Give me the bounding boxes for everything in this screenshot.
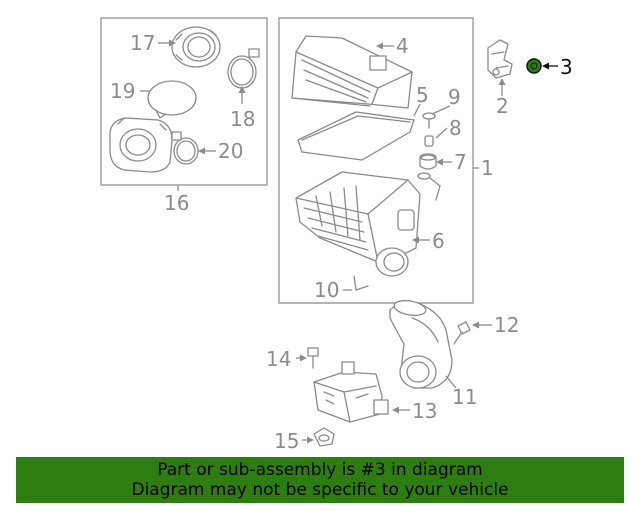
- part-19-seal[interactable]: [147, 80, 197, 119]
- callout-10[interactable]: 10: [314, 278, 339, 302]
- callout-18[interactable]: 18: [230, 107, 255, 131]
- part-15-bolt[interactable]: [313, 427, 335, 447]
- part-7-grommet[interactable]: [419, 153, 437, 170]
- part-10-clip[interactable]: [353, 275, 369, 291]
- banner-line-1: Part or sub-assembly is #3 in diagram: [157, 460, 483, 480]
- callout-2[interactable]: 2: [496, 94, 509, 118]
- callout-5[interactable]: 5: [416, 83, 429, 107]
- callout-1[interactable]: 1: [481, 156, 494, 180]
- part-20-clamp[interactable]: [171, 131, 199, 165]
- banner-line-2: Diagram may not be specific to your vehi…: [131, 480, 509, 500]
- leader-lines: [140, 39, 558, 444]
- callout-9[interactable]: 9: [448, 85, 461, 109]
- callout-labels: 17 18 19 20 16 4 5 9 8 7 1 6 10 2 3 12 1…: [110, 31, 573, 453]
- part-14-bolt[interactable]: [307, 347, 319, 369]
- part-17-coupler[interactable]: [171, 26, 221, 68]
- part-6-body[interactable]: [295, 171, 441, 277]
- callout-20[interactable]: 20: [218, 139, 243, 163]
- part-13-bracket[interactable]: [313, 361, 389, 423]
- callout-7[interactable]: 7: [454, 150, 467, 174]
- part-12-bolt[interactable]: [453, 321, 471, 345]
- callout-13[interactable]: 13: [412, 399, 437, 423]
- part-2-sensor[interactable]: [487, 39, 513, 79]
- callout-19[interactable]: 19: [110, 79, 135, 103]
- part-3-nut[interactable]: [526, 58, 542, 74]
- callout-14[interactable]: 14: [266, 347, 291, 371]
- part-9-washer[interactable]: [422, 112, 436, 129]
- group-16-frame: [100, 17, 268, 186]
- callout-4[interactable]: 4: [396, 34, 409, 58]
- callout-15[interactable]: 15: [274, 429, 299, 453]
- highlight-banner: Part or sub-assembly is #3 in diagram Di…: [16, 457, 624, 503]
- part-8-bolt[interactable]: [424, 135, 434, 147]
- callout-17[interactable]: 17: [130, 31, 155, 55]
- part-4-cover[interactable]: [291, 35, 413, 109]
- callout-11[interactable]: 11: [452, 385, 477, 409]
- callout-3[interactable]: 3: [560, 55, 573, 79]
- callout-16[interactable]: 16: [164, 191, 189, 215]
- part-5-filter[interactable]: [297, 111, 415, 161]
- callout-8[interactable]: 8: [449, 116, 462, 140]
- callout-6[interactable]: 6: [432, 229, 445, 253]
- group-1-frame: [278, 17, 474, 304]
- part-18-clamp[interactable]: [227, 48, 260, 89]
- part-11-duct[interactable]: [389, 298, 453, 389]
- part-16-housing[interactable]: [109, 117, 173, 173]
- callout-12[interactable]: 12: [494, 313, 519, 337]
